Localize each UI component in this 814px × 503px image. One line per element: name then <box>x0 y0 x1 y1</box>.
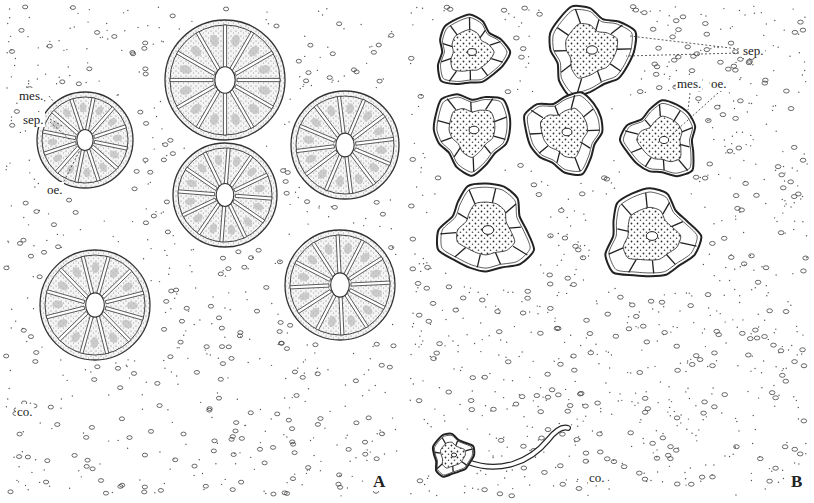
part-label: mes. <box>18 88 44 103</box>
panel-letter: A <box>372 472 386 491</box>
part-label: oe. <box>710 76 728 91</box>
coenenchyme <box>4 5 809 498</box>
part-label: co. <box>16 404 34 419</box>
polyp-sections-a <box>37 20 399 360</box>
part-label: mes. <box>676 76 702 91</box>
polyp-sections-b <box>433 6 701 477</box>
leader-lines <box>49 36 739 185</box>
part-label: co. <box>588 470 606 485</box>
part-label: sep. <box>742 43 765 58</box>
part-label: oe. <box>46 182 64 197</box>
part-label: sep. <box>22 112 45 127</box>
panel-letter: B <box>790 472 803 491</box>
